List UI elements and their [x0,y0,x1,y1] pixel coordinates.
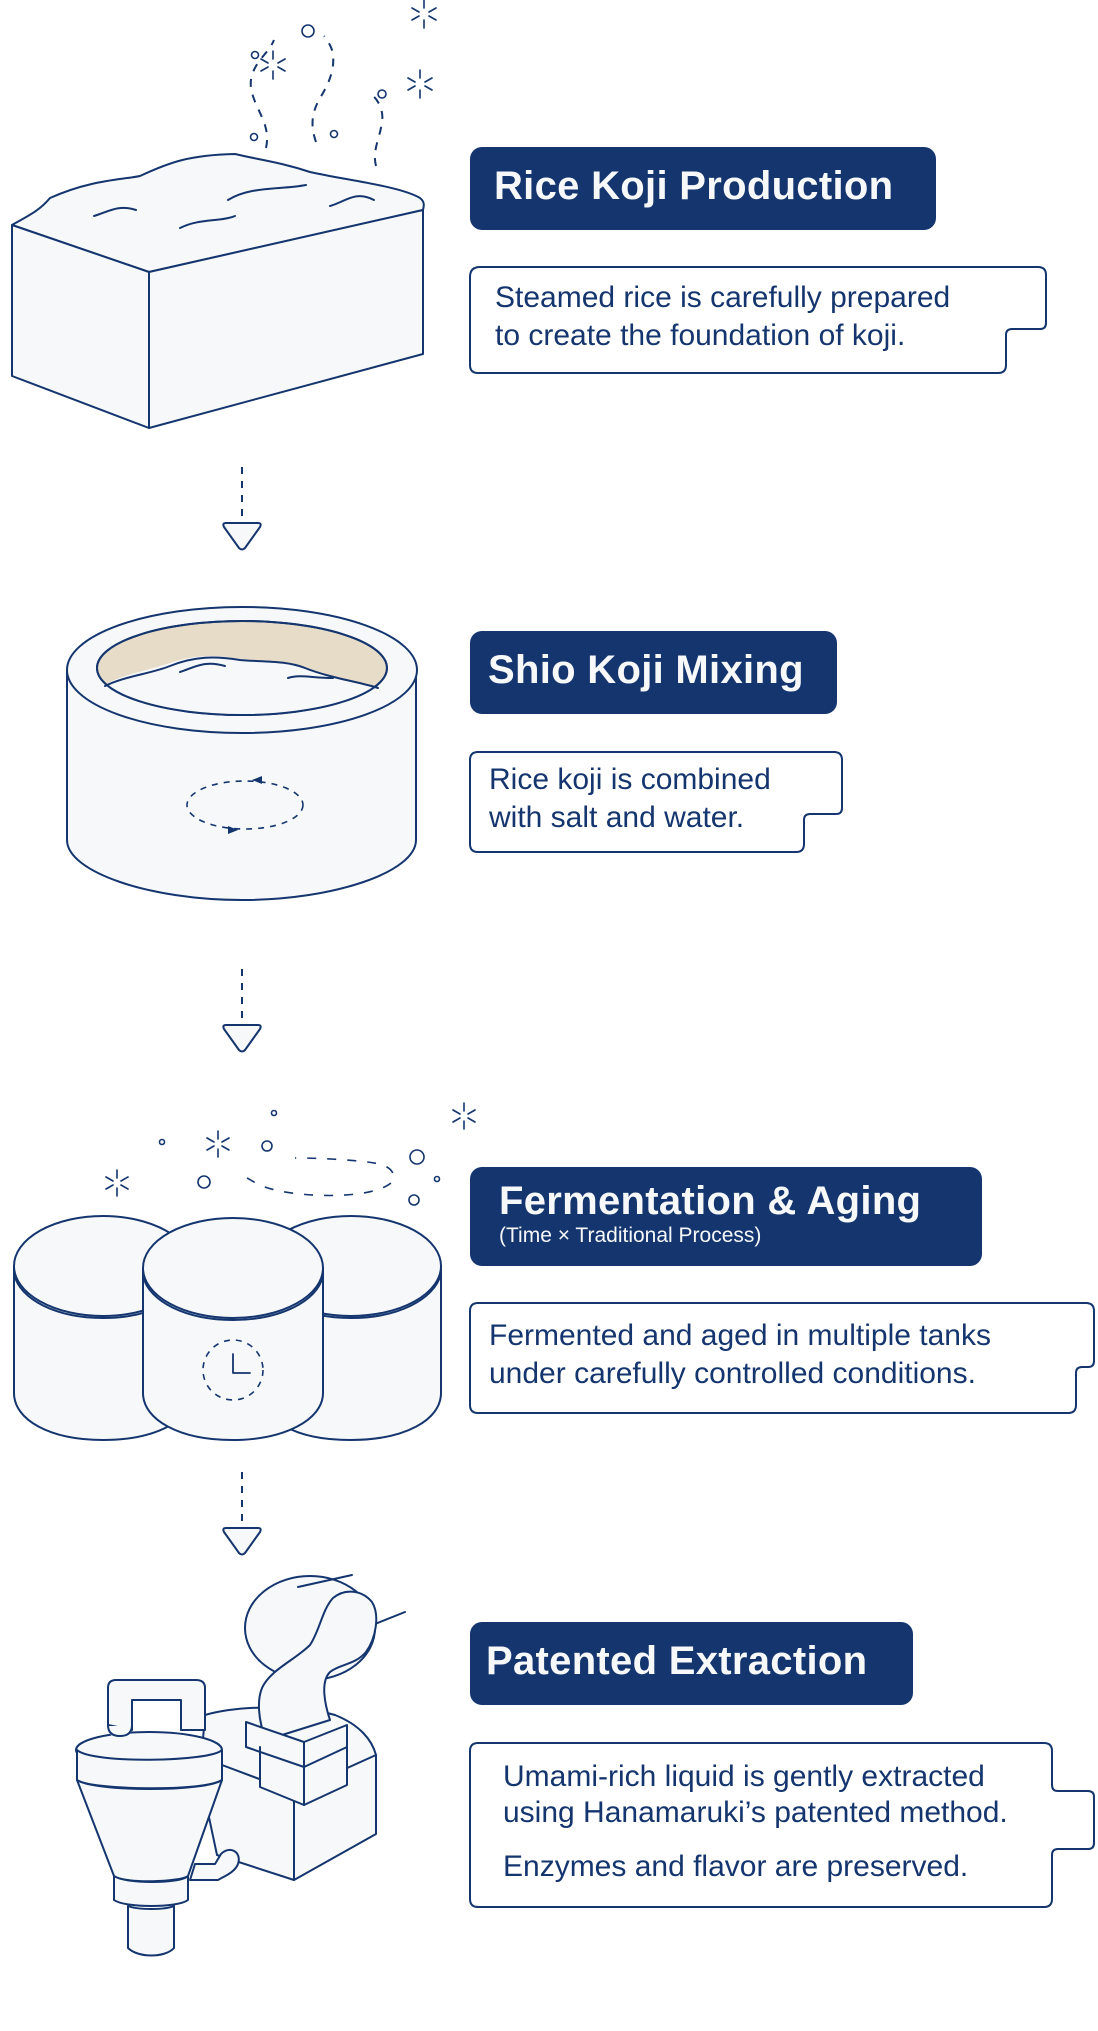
tank-center [142,1217,324,1441]
notched-box-outline [469,751,843,853]
step-1-line-2: to create the foundation of koji. [495,319,906,352]
step-1-title: Rice Koji Production [470,147,936,230]
arrow-down-icon [222,467,262,551]
clock-icon [202,1339,264,1401]
hopper [75,1679,240,1957]
rotate-icon [186,776,304,834]
step-2-line-1: Rice koji is combined [489,763,771,796]
step-4-extra-line: Enzymes and flavor are preserved. [503,1850,969,1883]
extraction-machine-icon [75,1574,406,1957]
sparkle-icon [260,0,437,99]
step-4-title-text: Patented Extraction [486,1639,868,1683]
step-3-line-1: Fermented and aged in multiple tanks [489,1319,991,1352]
step-3-description: Fermented and aged in multiple tanks und… [469,1302,1096,1415]
step-1-title-text: Rice Koji Production [494,164,894,208]
notched-box-outline [469,266,1047,374]
step-4-line-1: Umami-rich liquid is gently extracted [503,1760,985,1793]
mixing-tub-icon [66,606,418,901]
step-3-subtitle: (Time × Traditional Process) [499,1224,762,1247]
step-3-title: Fermentation & Aging (Time × Traditional… [470,1167,982,1266]
steam-icon [249,24,387,167]
notched-box-outline [469,1302,1095,1414]
step-4-line-2: using Hanamaruki’s patented method. [503,1796,1008,1829]
fermentation-tanks-icon [13,1102,476,1441]
step-2-title: Shio Koji Mixing [470,631,837,714]
step-4-title: Patented Extraction [470,1622,913,1705]
step-3-title-text: Fermentation & Aging [499,1179,922,1223]
step-2-title-text: Shio Koji Mixing [488,648,804,692]
arrow-down-icon [222,1472,262,1556]
step-1-description: Steamed rice is carefully prepared to cr… [469,266,1048,375]
step-3-line-2: under carefully controlled conditions. [489,1357,976,1390]
step-1-line-1: Steamed rice is carefully prepared [495,281,951,314]
rice-tray-icon [11,0,437,429]
arrow-down-icon [222,969,262,1053]
step-2-description: Rice koji is combined with salt and wate… [469,751,844,854]
sparkle-icon [105,1102,476,1197]
step-4-description: Umami-rich liquid is gently extracted us… [469,1742,1096,1909]
steam-icon [158,1109,441,1206]
notched-box-outline [469,1742,1095,1908]
step-2-line-2: with salt and water. [489,801,745,834]
